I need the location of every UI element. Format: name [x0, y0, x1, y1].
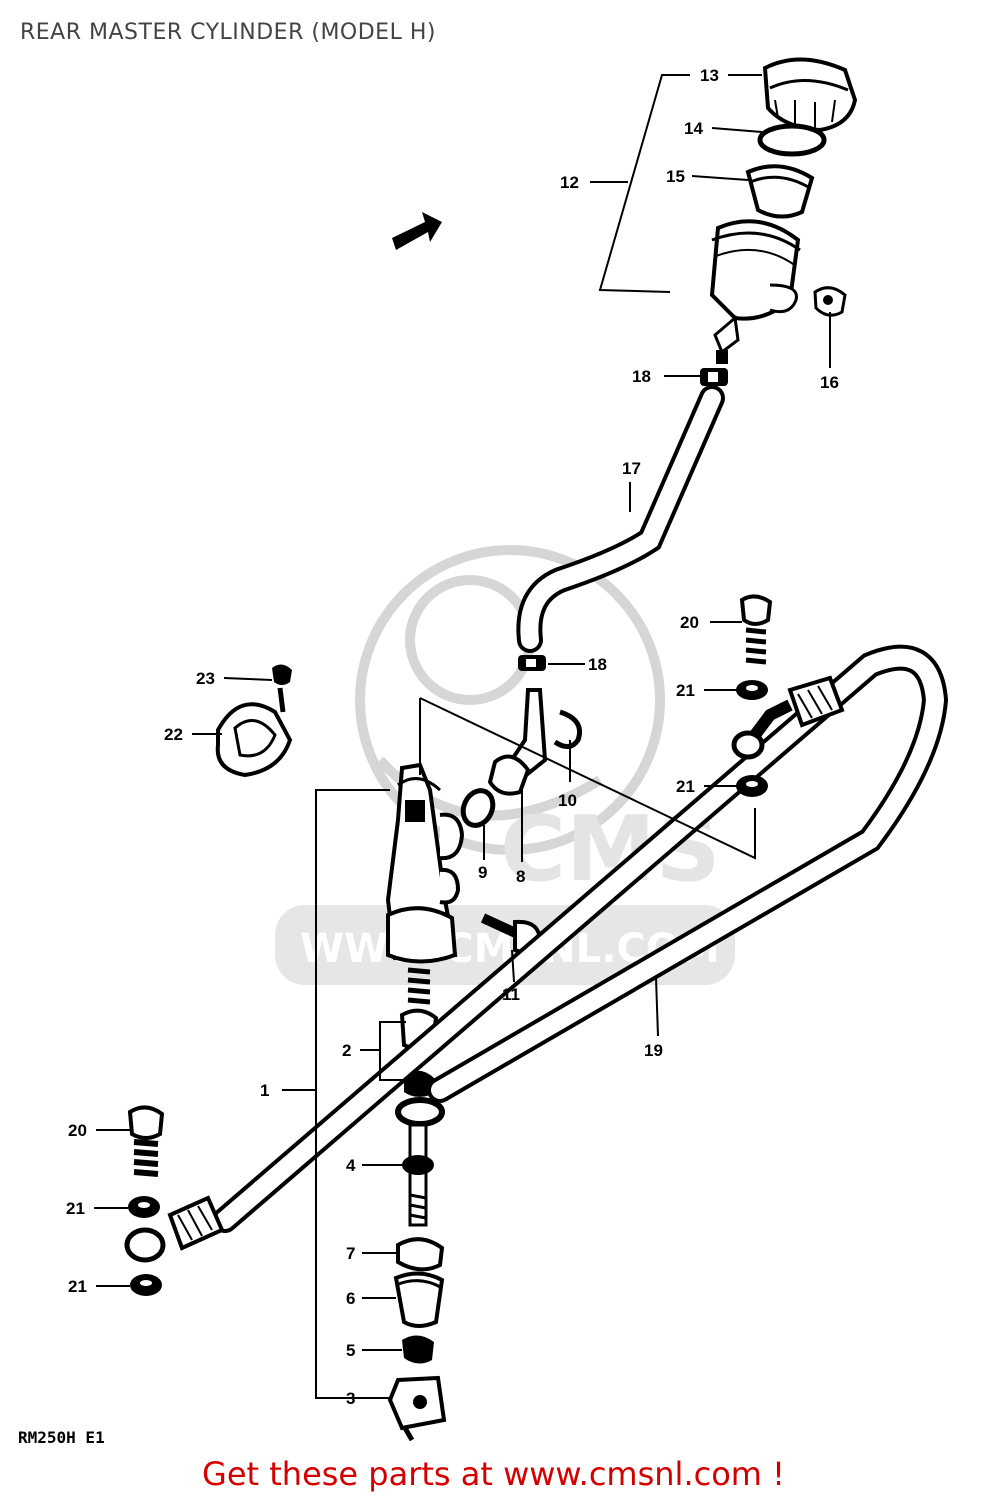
part-labels: 13 14 15 12 16 18 17 18 10 8 9 11 19 20 … — [66, 66, 839, 1408]
hose-clamp-18-top — [700, 368, 728, 386]
reservoir-body — [709, 219, 801, 364]
front-arrow-icon — [392, 212, 442, 250]
label-21-top-b: 21 — [676, 777, 695, 796]
label-6: 6 — [346, 1289, 355, 1308]
label-11: 11 — [502, 985, 520, 1004]
label-2: 2 — [342, 1041, 351, 1060]
union-bolt-20-bottom — [127, 1105, 165, 1177]
reservoir-hose-17 — [516, 385, 725, 653]
label-18-bottom: 18 — [588, 655, 607, 674]
model-code: RM250H E1 — [18, 1428, 105, 1447]
brake-hose-19 — [124, 644, 949, 1263]
washer-21-top-b — [736, 775, 768, 797]
label-20-top: 20 — [680, 613, 699, 632]
label-21-top-a: 21 — [676, 681, 695, 700]
label-10: 10 — [558, 791, 577, 810]
boot-6 — [393, 1271, 445, 1328]
label-12: 12 — [560, 173, 579, 192]
label-4: 4 — [346, 1156, 356, 1175]
washer-21-top-a — [736, 680, 768, 700]
diaphragm-15 — [745, 164, 815, 219]
hose-clamp-18-bottom — [518, 655, 546, 671]
label-14: 14 — [684, 119, 703, 138]
label-21-bottom-b: 21 — [68, 1277, 87, 1296]
bolt-23 — [272, 664, 292, 713]
page-title: REAR MASTER CYLINDER (MODEL H) — [20, 20, 436, 45]
label-20-bottom: 20 — [68, 1121, 87, 1140]
label-16: 16 — [820, 373, 839, 392]
nut-5 — [402, 1335, 434, 1364]
label-22: 22 — [164, 725, 183, 744]
hose-guide-22 — [215, 702, 293, 778]
circlip-10 — [553, 709, 582, 749]
nut-7 — [396, 1237, 445, 1272]
reservoir-cap-13 — [762, 57, 858, 133]
label-18-top: 18 — [632, 367, 651, 386]
washer-and-pushrod-4 — [395, 1097, 445, 1227]
label-13: 13 — [700, 66, 719, 85]
label-3: 3 — [346, 1389, 355, 1408]
label-19: 19 — [644, 1041, 663, 1060]
label-23: 23 — [196, 669, 215, 688]
o-ring-9 — [460, 788, 496, 828]
leader-lines — [94, 74, 831, 1399]
bolt-16 — [813, 286, 847, 317]
footer-link[interactable]: Get these parts at www.cmsnl.com ! — [202, 1455, 785, 1493]
master-cylinder-body — [385, 762, 465, 964]
clevis-3 — [387, 1375, 447, 1442]
label-8: 8 — [516, 867, 525, 886]
label-9: 9 — [478, 863, 487, 882]
washer-21-bottom-a — [128, 1196, 160, 1218]
label-7: 7 — [346, 1244, 355, 1263]
washer-21-bottom-b — [130, 1274, 162, 1296]
label-21-bottom-a: 21 — [66, 1199, 85, 1218]
diaphragm-plate-14 — [757, 123, 827, 157]
label-5: 5 — [346, 1341, 355, 1360]
label-17: 17 — [622, 459, 641, 478]
label-15: 15 — [666, 167, 685, 186]
union-bolt-20-top — [739, 594, 773, 665]
label-1: 1 — [260, 1081, 269, 1100]
hose-connector-8 — [487, 688, 548, 796]
